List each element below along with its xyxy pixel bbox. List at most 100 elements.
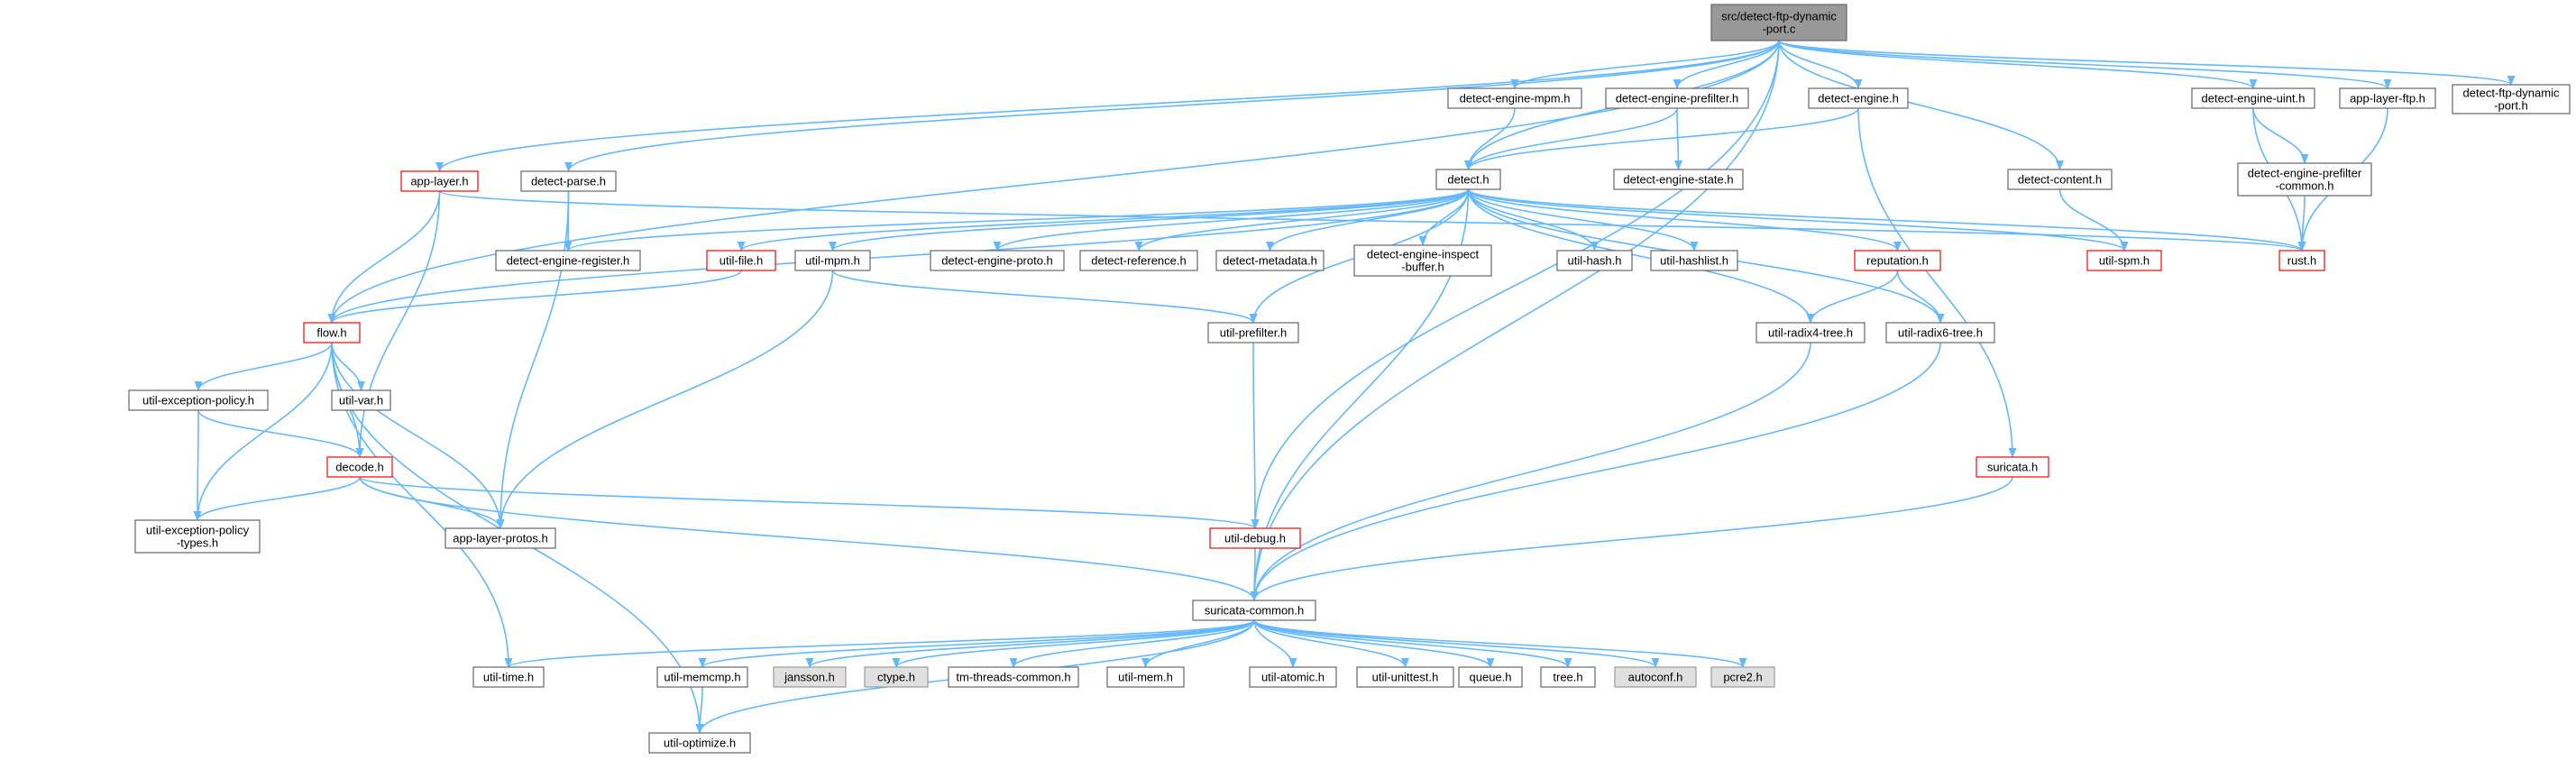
node-util-radix6-tree-h[interactable]: util-radix6-tree.h (1885, 322, 1995, 343)
node-detect-ftp-dynamic-port-h[interactable]: detect-ftp-dynamic-port.h (2452, 84, 2571, 114)
node-suricata-h[interactable]: suricata.h (1976, 456, 2049, 478)
edge-root-to-detect-content-h (1778, 40, 2064, 171)
node-label: util-mpm.h (805, 254, 860, 268)
node-ctype-h[interactable]: ctype.h (864, 666, 929, 688)
node-box (1650, 250, 1738, 271)
node-detect-engine-proto-h[interactable]: detect-engine-proto.h (930, 250, 1065, 271)
node-label: tree.h (1553, 671, 1582, 684)
edge-detect-h-to-rust-h (1467, 188, 2306, 252)
node-util-mpm-h[interactable]: util-mpm.h (794, 250, 871, 271)
node-app-layer-ftp-h[interactable]: app-layer-ftp.h (2339, 87, 2436, 109)
node-box (2237, 162, 2372, 197)
node-util-var-h[interactable]: util-var.h (331, 389, 391, 411)
node-root[interactable]: src/detect-ftp-dynamic-port.c (1710, 4, 1847, 41)
node-label: detect-engine-proto.h (941, 254, 1053, 268)
node-detect-engine-state-h[interactable]: detect-engine-state.h (1613, 169, 1744, 190)
node-detect-engine-prefilter-common-h[interactable]: detect-engine-prefilter-common.h (2237, 162, 2372, 197)
node-decode-h[interactable]: decode.h (326, 456, 393, 478)
node-tree-h[interactable]: tree.h (1540, 666, 1596, 688)
node-detect-h[interactable]: detect.h (1435, 169, 1501, 190)
node-box (1079, 250, 1198, 271)
node-label: pcre2.h (1723, 671, 1762, 684)
node-autoconf-h[interactable]: autoconf.h (1614, 666, 1697, 688)
node-pcre2-h[interactable]: pcre2.h (1710, 666, 1775, 688)
edge-detect-engine-prefilter-h-to-detect-engine-state-h (1674, 107, 1682, 171)
node-label: queue.h (1470, 671, 1512, 684)
node-box (445, 527, 556, 549)
edge-suricata-common-h-to-util-time-h (504, 619, 1255, 669)
node-box (1710, 4, 1847, 41)
node-tm-threads-common-h[interactable]: tm-threads-common.h (948, 666, 1079, 688)
node-util-hashlist-h[interactable]: util-hashlist.h (1650, 250, 1738, 271)
node-label: detect-engine-prefilter (2248, 167, 2362, 180)
node-util-optimize-h[interactable]: util-optimize.h (648, 732, 751, 754)
node-util-hash-h[interactable]: util-hash.h (1556, 250, 1633, 271)
node-util-memcmp-h[interactable]: util-memcmp.h (656, 666, 748, 688)
node-util-debug-h[interactable]: util-debug.h (1209, 527, 1301, 549)
edge-root-to-util-debug-h (1251, 40, 1780, 530)
node-app-layer-h[interactable]: app-layer.h (400, 170, 479, 192)
node-detect-parse-h[interactable]: detect-parse.h (520, 170, 617, 192)
edge-root-to-detect-engine-uint-h (1778, 40, 2258, 90)
node-label: detect.h (1447, 173, 1489, 187)
node-util-atomic-h[interactable]: util-atomic.h (1249, 666, 1337, 688)
node-box (495, 250, 641, 271)
edge-detect-h-to-flow-h (327, 188, 1470, 325)
node-reputation-h[interactable]: reputation.h (1854, 250, 1941, 271)
node-label: -port.h (2494, 99, 2528, 113)
node-flow-h[interactable]: flow.h (303, 322, 361, 343)
node-box (948, 666, 1079, 688)
node-util-radix4-tree-h[interactable]: util-radix4-tree.h (1756, 322, 1866, 343)
node-rust-h[interactable]: rust.h (2278, 250, 2325, 271)
node-label: util-var.h (339, 394, 383, 407)
edge-suricata-common-h-to-autoconf-h (1253, 619, 1660, 669)
node-box (1540, 666, 1596, 688)
node-box (1756, 322, 1866, 343)
node-util-time-h[interactable]: util-time.h (472, 666, 545, 688)
edge-suricata-common-h-to-ctype-h (892, 619, 1255, 669)
node-detect-engine-mpm-h[interactable]: detect-engine-mpm.h (1447, 87, 1582, 109)
node-suricata-common-h[interactable]: suricata-common.h (1192, 600, 1316, 621)
edge-detect-content-h-to-util-spm-h (2058, 188, 2129, 252)
node-util-spm-h[interactable]: util-spm.h (2086, 250, 2162, 271)
edge-util-radix4-tree-h-to-suricata-common-h (1250, 342, 1811, 602)
edge-app-layer-h-to-rust-h (438, 190, 2306, 252)
node-label: -port.c (1763, 23, 1796, 36)
node-jansson-h[interactable]: jansson.h (773, 666, 847, 688)
node-label: flow.h (316, 326, 346, 340)
node-box (1192, 600, 1316, 621)
node-detect-engine-inspect-buffer-h[interactable]: detect-engine-inspect-buffer.h (1353, 244, 1492, 277)
node-detect-engine-uint-h[interactable]: detect-engine-uint.h (2191, 87, 2315, 109)
edge-root-to-app-layer-ftp-h (1778, 40, 2392, 90)
edge-detect-h-to-detect-engine-proto-h (993, 188, 1470, 252)
node-box (930, 250, 1065, 271)
node-label: app-layer-ftp.h (2350, 92, 2425, 105)
node-util-exception-policy-types-h[interactable]: util-exception-policy-types.h (134, 519, 261, 554)
edge-root-to-detect-engine-prefilter-h (1673, 40, 1780, 90)
node-detect-engine-register-h[interactable]: detect-engine-register.h (495, 250, 641, 271)
node-label: util-exception-policy (146, 524, 250, 537)
node-detect-engine-prefilter-h[interactable]: detect-engine-prefilter.h (1605, 87, 1749, 109)
node-box (1605, 87, 1749, 109)
node-box (472, 666, 545, 688)
edge-util-file-h-to-flow-h (327, 270, 742, 325)
node-detect-engine-h[interactable]: detect-engine.h (1808, 87, 1909, 109)
node-detect-metadata-h[interactable]: detect-metadata.h (1215, 250, 1325, 271)
node-label: detect-engine-inspect (1367, 248, 1480, 261)
node-util-exception-policy-h[interactable]: util-exception-policy.h (128, 389, 269, 411)
nodes-layer: src/detect-ftp-dynamic-port.c detect-engi… (128, 4, 2571, 754)
node-util-prefilter-h[interactable]: util-prefilter.h (1207, 322, 1299, 343)
node-box (1613, 169, 1744, 190)
node-util-unittest-h[interactable]: util-unittest.h (1356, 666, 1454, 688)
node-detect-reference-h[interactable]: detect-reference.h (1079, 250, 1198, 271)
edge-suricata-common-h-to-tree-h (1253, 619, 1572, 669)
node-label: src/detect-ftp-dynamic (1721, 10, 1837, 23)
node-util-mem-h[interactable]: util-mem.h (1106, 666, 1185, 688)
edge-util-radix6-tree-h-to-suricata-common-h (1250, 342, 1941, 602)
node-detect-content-h[interactable]: detect-content.h (2007, 169, 2113, 190)
node-box (1356, 666, 1454, 688)
node-label: detect-metadata.h (1223, 254, 1317, 268)
node-util-file-h[interactable]: util-file.h (706, 250, 776, 271)
node-app-layer-protos-h[interactable]: app-layer-protos.h (445, 527, 556, 549)
node-queue-h[interactable]: queue.h (1458, 666, 1523, 688)
